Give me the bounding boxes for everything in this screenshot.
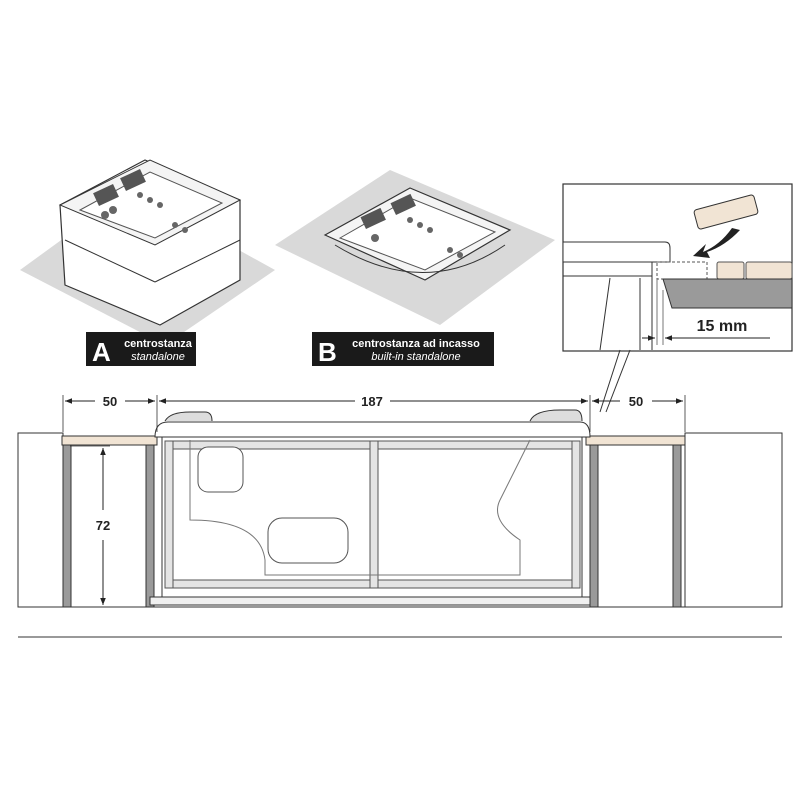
tub-standalone-illustration: [20, 159, 275, 345]
dim-height: 72: [96, 518, 110, 533]
dim-tub-width: 187: [361, 394, 383, 409]
label-b-subtitle: built-in standalone: [371, 351, 460, 363]
detail-inset: 15 mm: [562, 183, 793, 413]
label-a: A centrostanza standalone: [86, 332, 196, 367]
label-a-subtitle: standalone: [131, 351, 185, 363]
label-a-title: centrostanza: [124, 338, 193, 350]
label-b-title: centrostanza ad incasso: [352, 338, 480, 350]
dim-right-width: 50: [629, 394, 643, 409]
dimension-lines: 50 187 50 72: [62, 394, 686, 608]
cross-section: [17, 409, 783, 638]
dim-left-width: 50: [103, 394, 117, 409]
label-b-letter: B: [318, 337, 337, 367]
gap-label: 15 mm: [697, 318, 748, 335]
label-b: B centrostanza ad incasso built-in stand…: [312, 332, 494, 367]
label-a-letter: A: [92, 337, 111, 367]
tub-built-in-illustration: [275, 170, 555, 325]
